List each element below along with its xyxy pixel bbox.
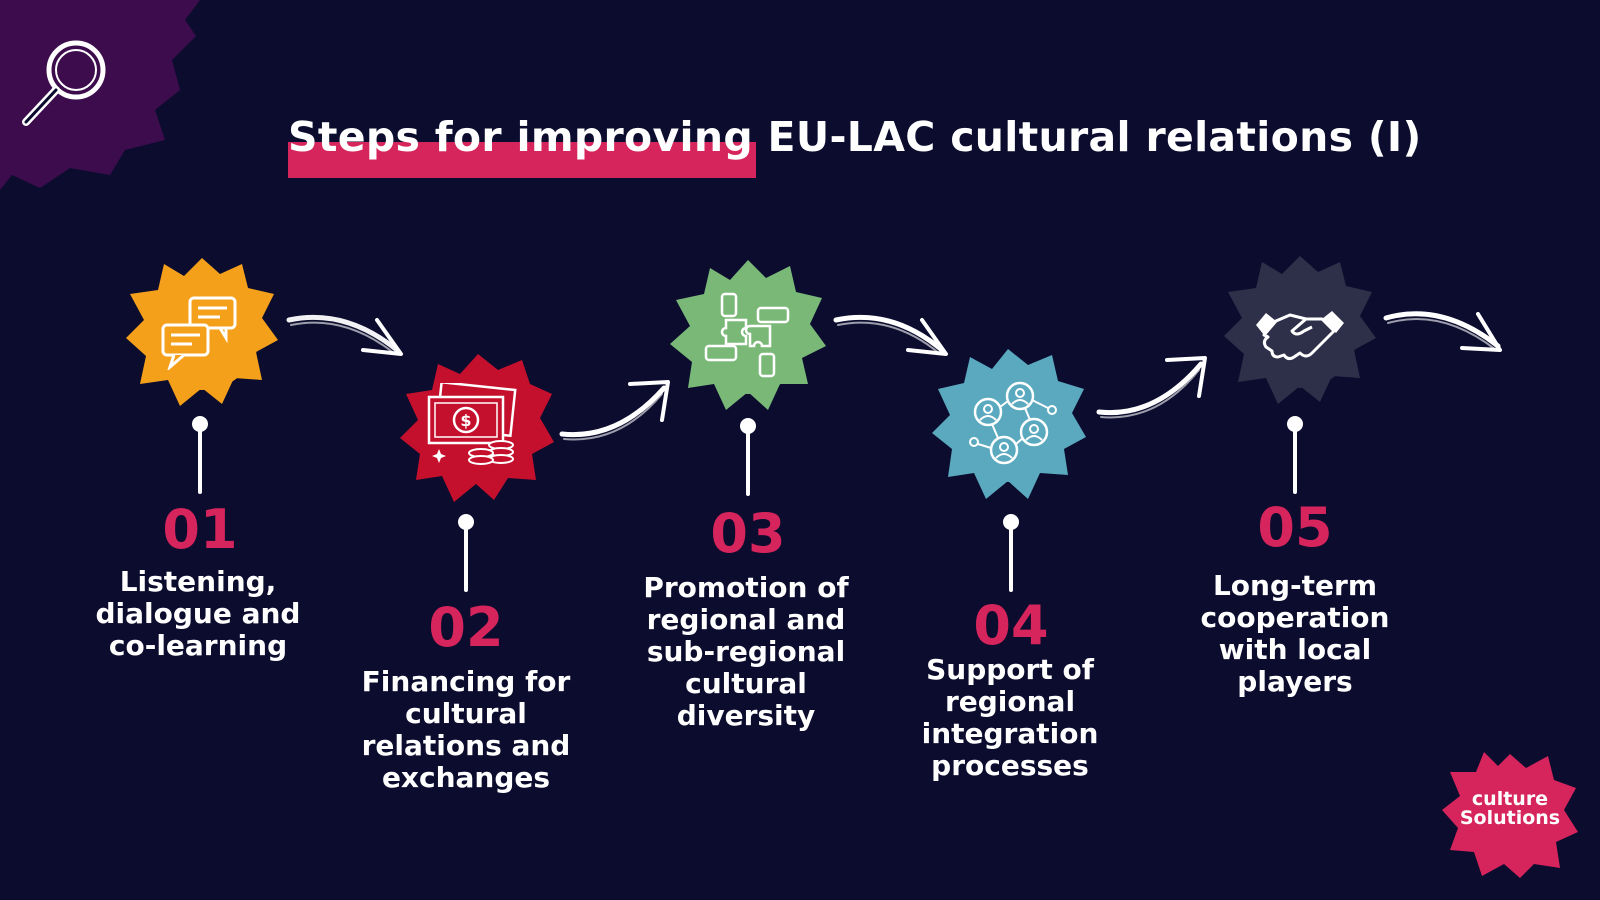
chat-bubbles-icon	[161, 296, 237, 370]
arrow-05-next	[1383, 311, 1502, 352]
title-highlight	[288, 142, 756, 178]
arrow-01-02	[286, 314, 403, 356]
step-04-number: 04	[973, 594, 1049, 657]
step-04-stem	[1009, 522, 1013, 592]
brand-splash	[1442, 752, 1578, 878]
step-03-number: 03	[710, 502, 786, 565]
step-02-stem	[464, 522, 468, 592]
step-05-blob	[1224, 256, 1376, 404]
arrow-03-04	[833, 314, 948, 356]
arrow-04-05	[1096, 356, 1207, 419]
step-02-number: 02	[428, 596, 504, 659]
page-title: Steps for improving EU-LAC cultural rela…	[288, 113, 1422, 161]
step-05-number: 05	[1257, 496, 1333, 559]
magnifier-icon	[22, 40, 106, 126]
step-04-label: Support of regional integration processe…	[921, 653, 1099, 782]
arrow-02-03	[559, 380, 670, 441]
brand-logo-text: culture Solutions	[1459, 788, 1561, 829]
step-01-label: Listening, dialogue and co-learning	[95, 565, 301, 662]
step-05-stem	[1293, 424, 1297, 494]
puzzle-hands-icon	[704, 292, 790, 378]
step-04-blob	[932, 349, 1086, 499]
network-people-icon	[969, 381, 1057, 465]
handshake-icon	[1256, 311, 1344, 361]
corner-splash	[0, 0, 200, 190]
step-02-label: Financing for cultural relations and exc…	[361, 665, 571, 794]
step-03-stem	[746, 426, 750, 496]
svg-text:$: $	[460, 411, 471, 430]
step-01-number: 01	[162, 498, 238, 561]
step-03-label: Promotion of regional and sub-regional c…	[643, 571, 849, 732]
step-05-label: Long-term cooperation with local players	[1200, 569, 1390, 698]
title-block: Steps for improving EU-LAC cultural rela…	[288, 112, 1422, 182]
step-01-stem	[198, 424, 202, 494]
money-coins-icon: $	[427, 383, 517, 465]
